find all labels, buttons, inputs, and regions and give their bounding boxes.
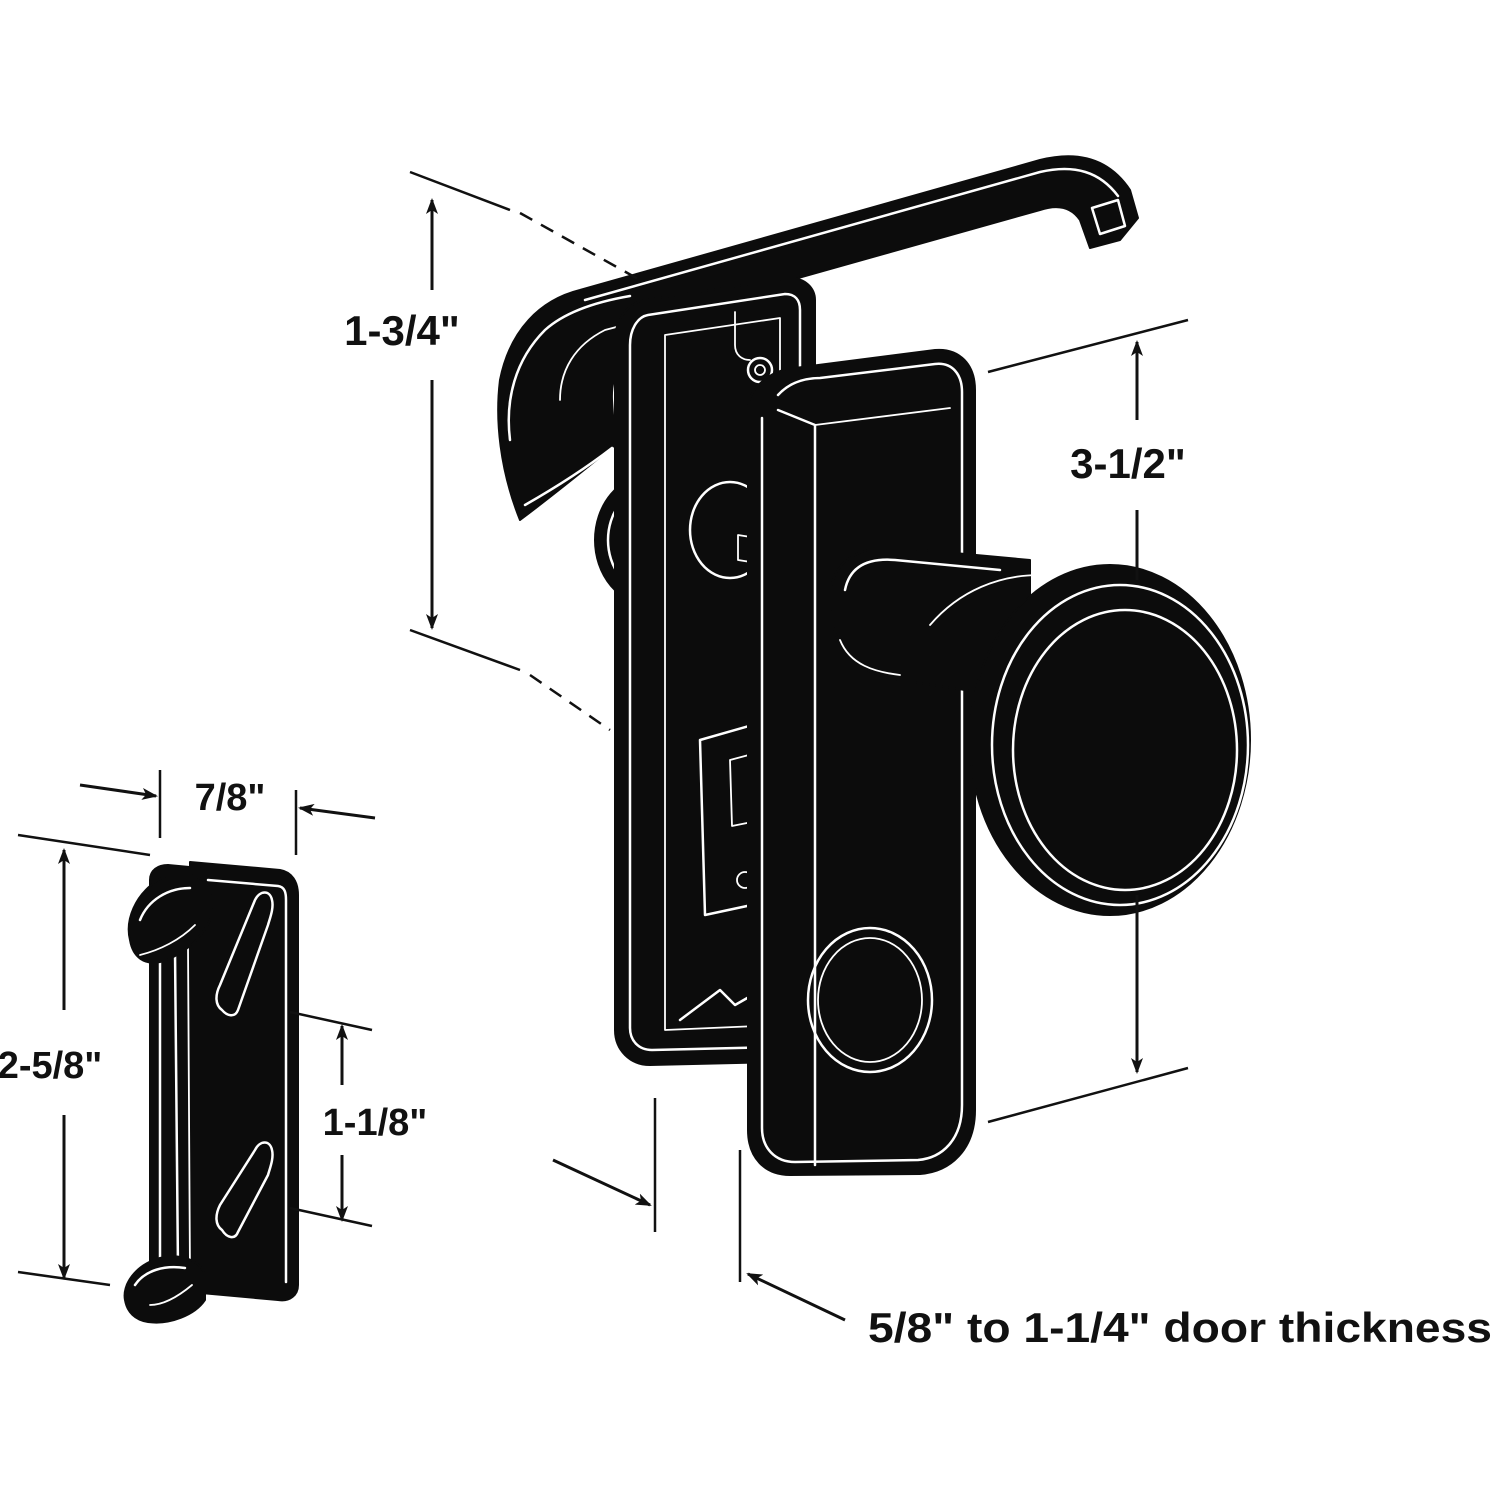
label-strike-width: 7/8" <box>195 777 266 819</box>
label-lever-height: 1-3/4" <box>344 307 460 354</box>
dim-lever-height: 1-3/4" <box>344 170 641 732</box>
dim-strike-width: 7/8" <box>79 770 376 855</box>
front-backplate <box>747 348 976 1176</box>
label-strike-hole-spacing: 1-1/8" <box>323 1102 428 1144</box>
dim-strike-height: 2-5/8" <box>0 833 151 1287</box>
dim-backplate-height: 3-1/2" <box>987 318 1189 1124</box>
label-door-thickness: 5/8" to 1-1/4" door thickness <box>868 1304 1492 1351</box>
dim-door-thickness: 5/8" to 1-1/4" door thickness <box>552 1098 1492 1351</box>
label-backplate-height: 3-1/2" <box>1070 440 1186 487</box>
knob <box>829 546 1251 916</box>
strike-plate <box>123 861 299 1324</box>
dim-strike-hole-spacing: 1-1/8" <box>289 1010 428 1228</box>
lockset-assembly <box>497 155 1251 1176</box>
label-strike-height: 2-5/8" <box>0 1045 102 1087</box>
